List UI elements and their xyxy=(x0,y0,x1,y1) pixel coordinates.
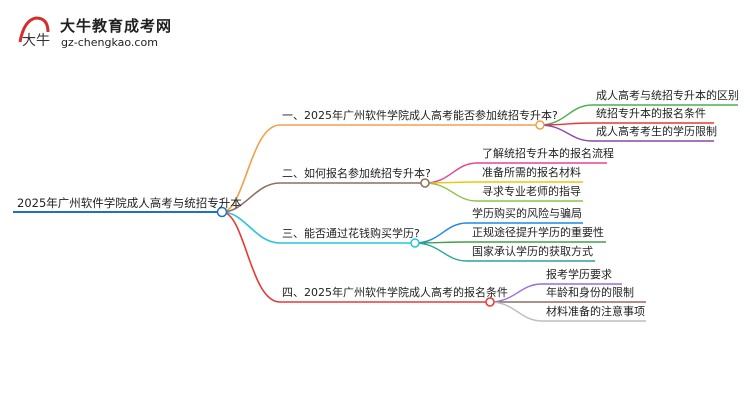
edge-b3-c1 xyxy=(414,222,468,244)
logo-mark-text: 大牛 xyxy=(22,33,50,49)
b2-child-2-label[interactable]: 准备所需的报名材料 xyxy=(482,166,581,179)
b2-child-3-label[interactable]: 寻求专业老师的指导 xyxy=(482,185,581,198)
site-logo[interactable]: 大牛 大牛教育成考网 gz-chengkao.com xyxy=(14,12,214,56)
branch-4-label[interactable]: 四、2025年广州软件学院成人高考的报名条件 xyxy=(282,286,508,299)
branch-2-label[interactable]: 二、如何报名参加统招专升本? xyxy=(282,167,431,180)
b1-child-3-label[interactable]: 成人高考考生的学历限制 xyxy=(596,125,717,138)
branch-3-node-dot[interactable] xyxy=(410,238,420,248)
b2-child-1-label[interactable]: 了解统招专升本的报名流程 xyxy=(482,147,614,160)
edge-b2-c3 xyxy=(424,182,478,202)
edge-root-branch-4 xyxy=(221,211,281,303)
edge-b4-c3 xyxy=(489,301,543,322)
edge-b3-c3 xyxy=(414,242,468,262)
edge-root-branch-3 xyxy=(221,211,281,244)
b4-child-3-label[interactable]: 材料准备的注意事项 xyxy=(546,305,645,318)
edge-root-branch-1 xyxy=(221,124,281,213)
b3-child-2-label[interactable]: 正规途径提升学历的重要性 xyxy=(472,226,604,239)
b4-child-2-label[interactable]: 年龄和身份的限制 xyxy=(546,286,634,299)
branch-3-label[interactable]: 三、能否通过花钱购买学历? xyxy=(282,227,420,240)
b4-child-1-label[interactable]: 报考学历要求 xyxy=(546,268,612,281)
logo-mark-icon: 大牛 xyxy=(18,16,50,49)
b3-child-1-label[interactable]: 学历购买的风险与骗局 xyxy=(472,207,582,220)
edge-root-branch-2 xyxy=(221,182,281,213)
branch-1-node-dot[interactable] xyxy=(535,120,545,130)
edge-b2-c1 xyxy=(424,162,478,184)
edge-b1-c3 xyxy=(539,124,593,142)
branch-2-node-dot[interactable] xyxy=(420,178,430,188)
root-label[interactable]: 2025年广州软件学院成人高考与统招专升本 xyxy=(17,196,242,210)
root-node-dot[interactable] xyxy=(216,206,228,218)
b1-child-1-label[interactable]: 成人高考与统招专升本的区别 xyxy=(596,89,739,102)
branch-4-node-dot[interactable] xyxy=(485,297,495,307)
b1-child-2-label[interactable]: 统招专升本的报名条件 xyxy=(596,107,706,120)
logo-url: gz-chengkao.com xyxy=(61,36,158,49)
logo-title: 大牛教育成考网 xyxy=(60,17,173,35)
branch-1-label[interactable]: 一、2025年广州软件学院成人高考能否参加统招专升本? xyxy=(282,109,558,122)
b3-child-3-label[interactable]: 国家承认学历的获取方式 xyxy=(472,245,593,258)
